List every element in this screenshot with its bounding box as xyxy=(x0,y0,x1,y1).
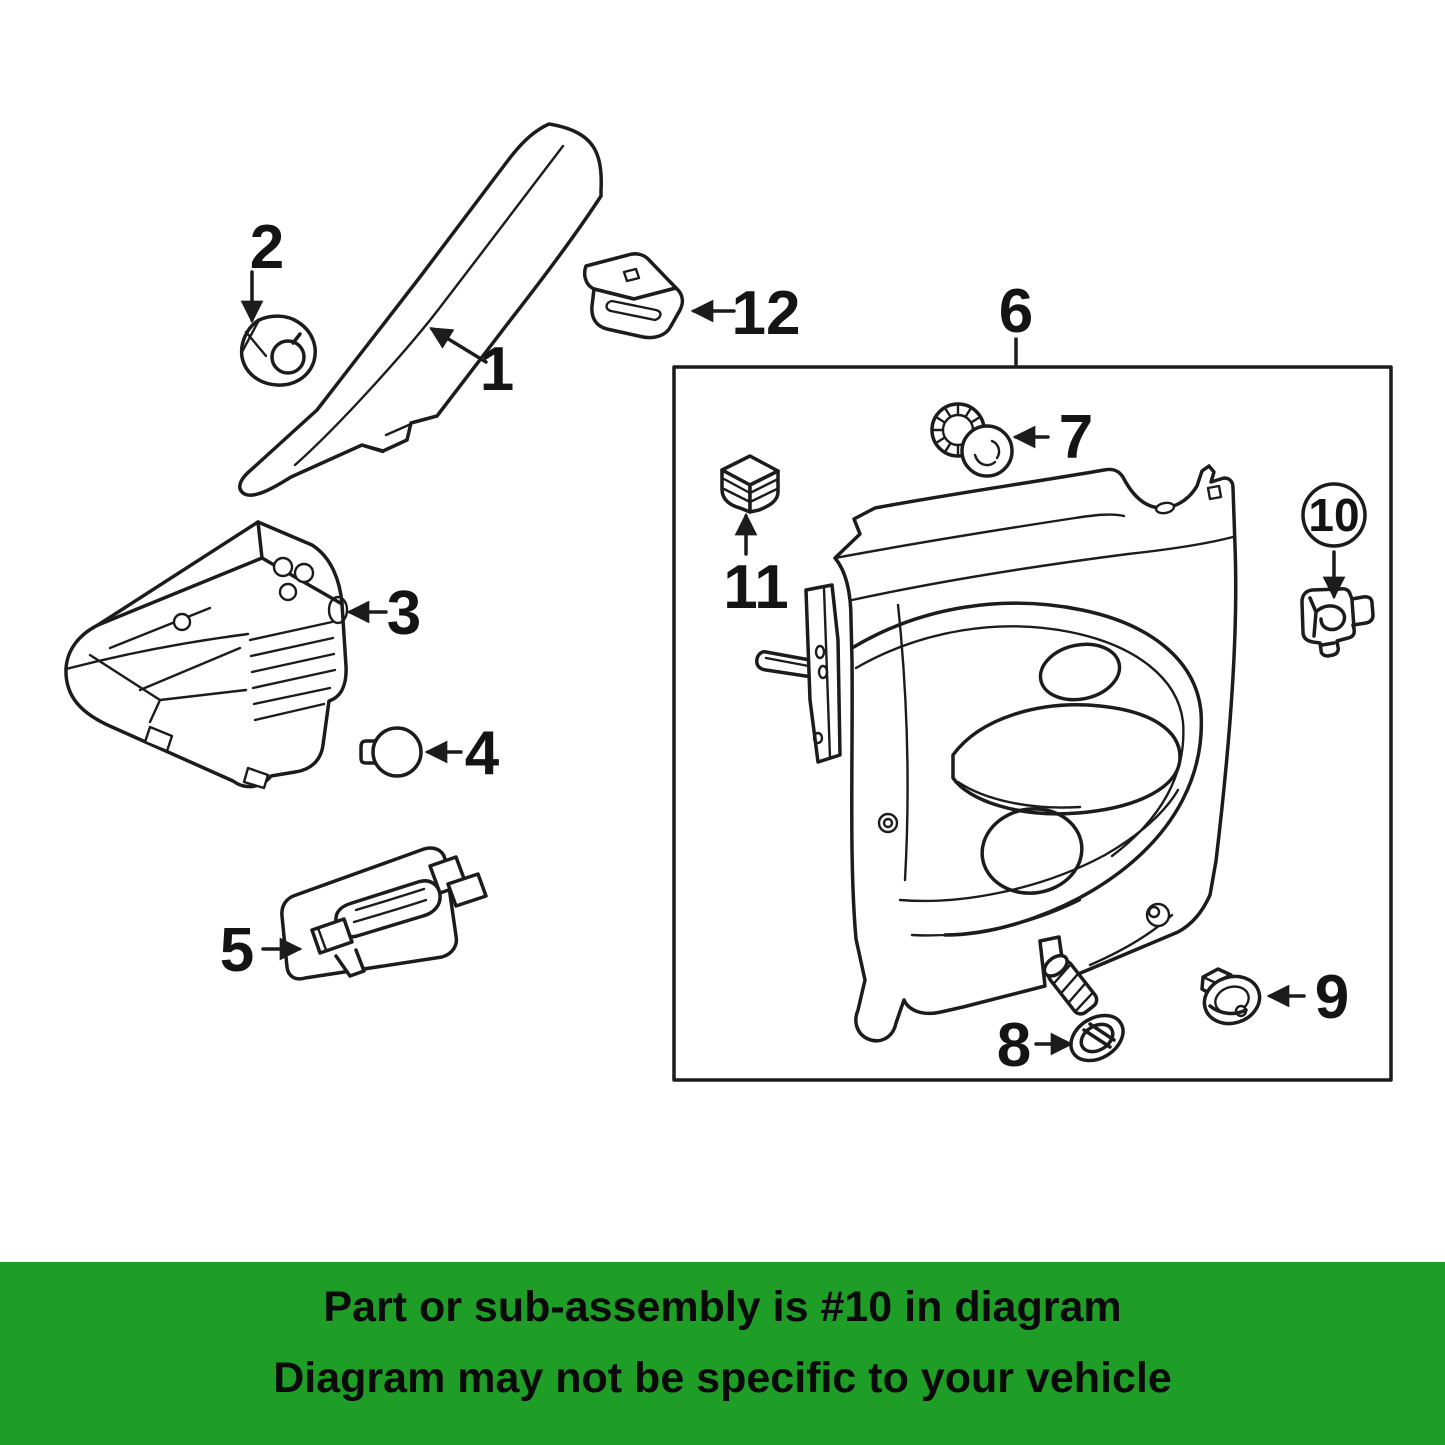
part-2-clip xyxy=(239,314,317,387)
part-6-enclosure-box xyxy=(672,365,1393,1082)
part-2-callout-label: 2 xyxy=(250,213,284,282)
parts-diagram-canvas: 10 1 2 3 4 5 6 7 8 9 11 12 xyxy=(64,122,1393,1082)
part-7-callout-label: 7 xyxy=(1059,403,1093,472)
part-10-highlight-group: 10 xyxy=(1300,482,1375,658)
part-5-latch-assembly xyxy=(280,846,488,981)
part-1-callout-arrow xyxy=(429,327,488,364)
part-8-screw xyxy=(1042,953,1125,1063)
part-9-callout-label: 9 xyxy=(1315,963,1349,1032)
part-10-badge: 10 xyxy=(1308,489,1359,541)
banner-line-1: Part or sub-assembly is #10 in diagram xyxy=(323,1283,1122,1331)
part-12-callout-label: 12 xyxy=(732,279,801,348)
speaker-grille-upper xyxy=(1038,642,1122,702)
part-3-callout-label: 3 xyxy=(387,579,421,648)
part-7-push-pin xyxy=(930,402,1014,478)
part-3-trim-piece xyxy=(64,520,349,790)
part-4-callout-label: 4 xyxy=(465,719,500,788)
quarter-trim-panel-drawing xyxy=(755,464,1238,1043)
part-1-pillar-trim xyxy=(238,122,603,497)
info-banner: Part or sub-assembly is #10 in diagram D… xyxy=(0,1262,1445,1445)
part-10-highlighted-clip xyxy=(1300,587,1375,658)
part-10-clip-detail xyxy=(1308,596,1356,647)
part-4-cap xyxy=(359,726,423,778)
part-11-callout-label: 11 xyxy=(723,553,789,622)
part-1-callout-label: 1 xyxy=(480,335,514,404)
part-8-callout-label: 8 xyxy=(997,1011,1031,1080)
part-9-grommet xyxy=(1200,967,1262,1026)
highlight-circle xyxy=(1301,482,1367,548)
part-11-clip xyxy=(720,454,780,514)
banner-line-2: Diagram may not be specific to your vehi… xyxy=(273,1354,1172,1403)
speaker-grille-lower xyxy=(980,807,1084,895)
callout-arrows xyxy=(240,270,1306,1056)
part-6-callout-label: 6 xyxy=(999,277,1033,346)
part-12-retainer xyxy=(582,252,685,340)
part-5-callout-label: 5 xyxy=(220,916,254,985)
